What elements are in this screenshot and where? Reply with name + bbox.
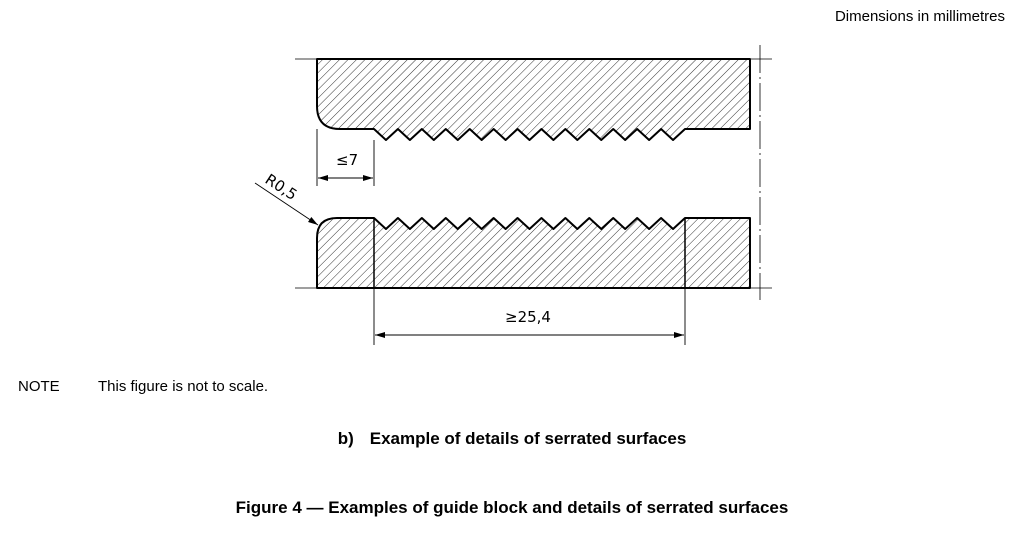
- dim-left-label: ≤7: [336, 151, 358, 169]
- subcaption-label: b): [337, 429, 354, 448]
- units-note: Dimensions in millimetres: [834, 8, 1005, 25]
- subcaption-text: Example of details of serrated surfaces: [369, 429, 687, 448]
- radius-leader: [254, 182, 319, 226]
- serrated-surface-drawing: ≤7 R0,5 ≥25,4: [254, 45, 772, 345]
- dim-radius-label: R0,5: [262, 170, 301, 204]
- dim-length-label: ≥25,4: [505, 308, 551, 326]
- note-label: NOTE: [18, 378, 60, 395]
- dimension-length: [373, 288, 686, 345]
- bottom-block: [316, 217, 751, 289]
- top-block: [316, 58, 751, 141]
- note-text: This figure is not to scale.: [98, 378, 269, 395]
- subcaption: b) Example of details of serrated surface…: [0, 429, 1024, 449]
- figure-caption: Figure 4 — Examples of guide block and d…: [235, 498, 789, 517]
- dimension-left: [316, 129, 375, 186]
